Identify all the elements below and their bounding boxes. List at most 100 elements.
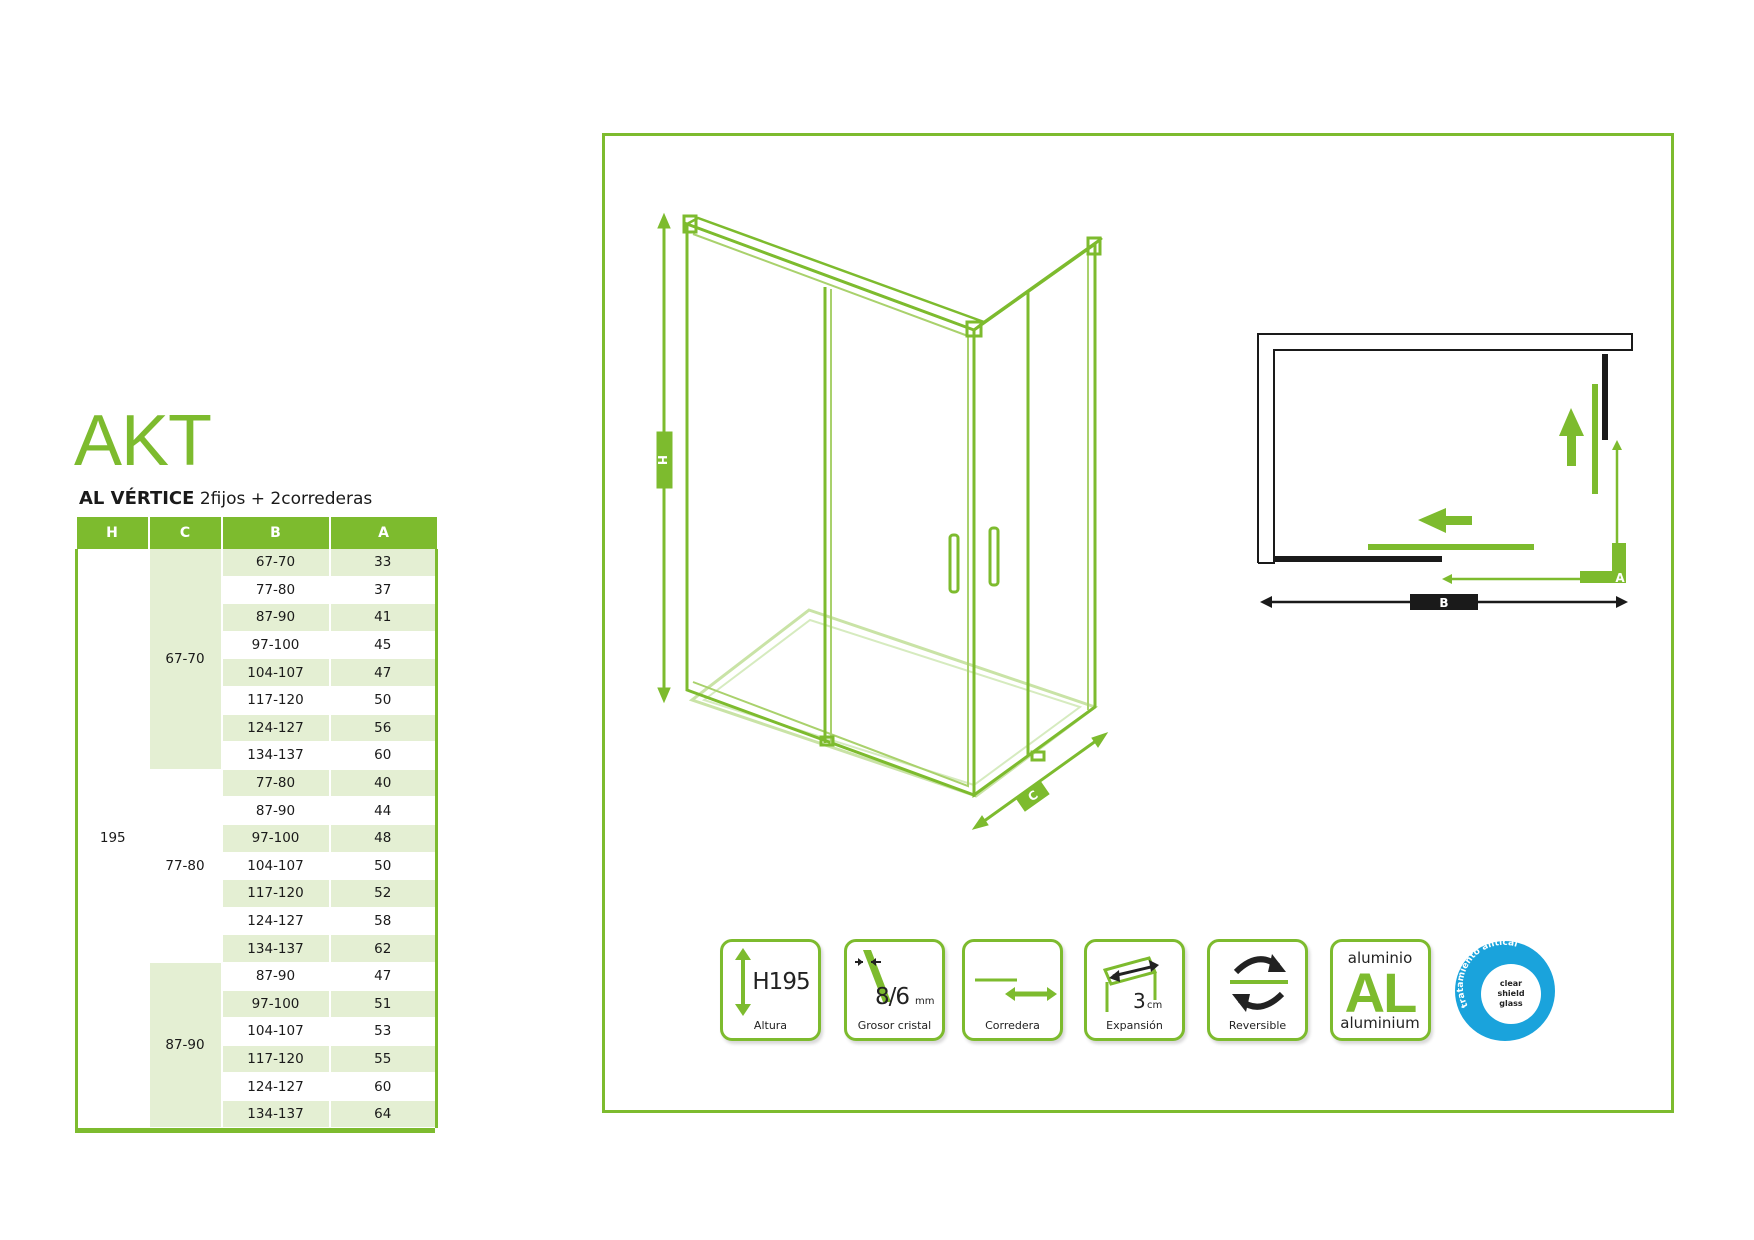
- seal-inner: [1481, 964, 1541, 1024]
- b-range-cell: 117-120: [221, 879, 331, 908]
- b-range-cell: 104-107: [221, 1017, 331, 1046]
- aluminio-top: aluminio: [1348, 949, 1413, 967]
- table-header-row: H C B A: [76, 517, 437, 549]
- a-value-cell: 41: [329, 603, 438, 632]
- a-value-cell: 55: [329, 1045, 438, 1074]
- sliding-panel-a: [1592, 384, 1598, 494]
- aluminium-icon: aluminio AL aluminium: [1340, 949, 1419, 1032]
- header-b: B: [221, 517, 331, 549]
- a-value-cell: 48: [329, 824, 438, 853]
- a-value-cell: 52: [329, 879, 438, 908]
- expansion-unit: cm: [1147, 1000, 1162, 1011]
- model-name: AL VÉRTICE: [79, 488, 195, 509]
- badge-altura: H195 Altura: [720, 939, 821, 1041]
- label-h: H: [655, 455, 669, 465]
- fixed-panel-a: [1602, 354, 1608, 440]
- b-range-cell: 124-127: [221, 714, 331, 743]
- arrow-left: [1418, 508, 1472, 533]
- b-range-cell: 67-70: [221, 549, 331, 577]
- table-bottom-rule: [75, 1128, 435, 1134]
- sliding-arrow-icon: [975, 978, 1057, 1001]
- aluminio-mark: AL: [1345, 961, 1416, 1024]
- b-range-cell: 97-100: [221, 990, 331, 1019]
- b-range-cell: 104-107: [221, 852, 331, 881]
- reversible-icon: [1230, 954, 1288, 1012]
- a-value-cell: 47: [329, 658, 438, 687]
- header-a: A: [329, 517, 437, 549]
- a-value-cell: 56: [329, 714, 438, 743]
- c-range-cell: 77-80: [148, 769, 223, 963]
- seal-line1: clear: [1500, 979, 1522, 988]
- side-panel: [972, 241, 1097, 798]
- badge-corredera: Corredera: [962, 939, 1063, 1041]
- a-value-cell: 47: [329, 962, 438, 991]
- b-range-cell: 124-127: [221, 1072, 331, 1101]
- h-value-cell: 195: [75, 549, 150, 1129]
- a-value-cell: 62: [329, 934, 438, 963]
- b-range-cell: 134-137: [221, 1100, 331, 1129]
- grosor-value: 8/6: [875, 984, 909, 1010]
- aluminio-bottom: aluminium: [1340, 1014, 1419, 1032]
- seal-line3: glass: [1499, 999, 1523, 1008]
- product-subtitle: AL VÉRTICE 2fijos + 2correderas: [79, 488, 372, 509]
- b-range-cell: 117-120: [221, 1045, 331, 1074]
- a-value-cell: 44: [329, 796, 438, 825]
- b-range-cell: 87-90: [221, 962, 331, 991]
- config-description: 2fijos + 2correderas: [199, 489, 373, 509]
- b-range-cell: 117-120: [221, 686, 331, 715]
- b-range-cell: 87-90: [221, 603, 331, 632]
- expansion-value: 3: [1133, 989, 1146, 1013]
- a-value-cell: 40: [329, 769, 438, 798]
- badge-aluminio: aluminio AL aluminium: [1330, 939, 1431, 1041]
- brand-title: AKT: [74, 401, 212, 481]
- enclosure-perspective-drawing: H C: [655, 212, 1109, 830]
- a-value-cell: 58: [329, 907, 438, 936]
- b-range-cell: 77-80: [221, 576, 331, 605]
- a-value-cell: 50: [329, 852, 438, 881]
- a-value-cell: 51: [329, 990, 438, 1019]
- label-a: A: [1615, 571, 1625, 585]
- reversible-label: Reversible: [1228, 1019, 1287, 1032]
- badge-expansion: 3 cm Expansión: [1084, 939, 1185, 1041]
- grosor-label: Grosor cristal: [857, 1019, 932, 1032]
- b-range-cell: 134-137: [221, 741, 331, 770]
- a-value-cell: 60: [329, 741, 438, 770]
- altura-label: Altura: [753, 1019, 788, 1032]
- corredera-label: Corredera: [985, 1019, 1040, 1032]
- b-range-cell: 77-80: [221, 769, 331, 798]
- header-h: H: [76, 517, 150, 549]
- corner-block: [965, 320, 983, 338]
- arrow-up: [1559, 408, 1584, 466]
- bottom-guide-right: [1030, 750, 1046, 762]
- badge-grosor: 8/6 mm Grosor cristal: [844, 939, 945, 1041]
- b-range-cell: 87-90: [221, 796, 331, 825]
- b-range-cell: 97-100: [221, 631, 331, 660]
- top-right-block: [1086, 236, 1102, 256]
- altura-value: H195: [752, 969, 809, 995]
- enclosure-plan-drawing: A B: [1257, 333, 1633, 610]
- bottom-guide-left: [819, 735, 835, 747]
- sliding-panel-b: [1368, 544, 1534, 550]
- a-value-cell: 33: [329, 549, 438, 577]
- a-value-cell: 45: [329, 631, 438, 660]
- a-value-cell: 37: [329, 576, 438, 605]
- top-left-block: [682, 214, 698, 234]
- depth-dimension: C: [971, 732, 1109, 830]
- label-b: B: [1439, 596, 1448, 610]
- glass-thickness-icon: 8/6 mm: [855, 950, 934, 1010]
